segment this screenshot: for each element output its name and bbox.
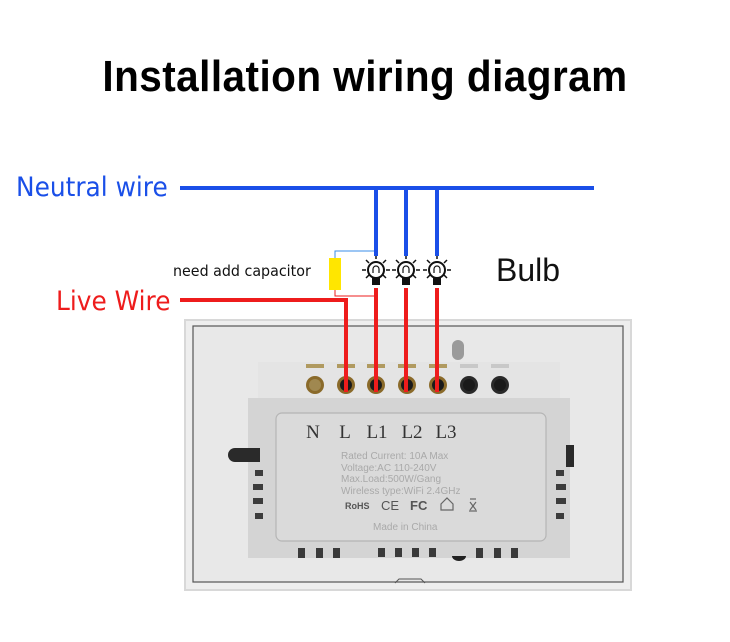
weee-bin-icon [469, 498, 477, 512]
bulb-icon [392, 256, 420, 285]
terminal-screw [460, 364, 478, 394]
capacitor-body [329, 258, 341, 290]
spec-line: Wireless type:WiFi 2.4GHz [341, 486, 460, 497]
home-icon [440, 497, 454, 511]
spec-line: Max.Load:500W/Gang [341, 474, 441, 485]
right-mount-clip [566, 445, 574, 467]
bulbs [362, 256, 451, 285]
bulb-label: Bulb [496, 252, 561, 288]
right-vents [556, 470, 566, 519]
bottom-vents [298, 548, 518, 558]
live-wire-label: Live Wire [56, 286, 171, 317]
spec-line: Rated Current: 10A Max [341, 451, 448, 462]
left-mount-clip [228, 448, 260, 462]
bulb-icon [362, 256, 390, 285]
terminal-label-l: L [339, 422, 351, 443]
neutral-wire [180, 186, 594, 256]
capacitor [329, 250, 374, 297]
left-vents [253, 470, 263, 519]
live-wire [180, 288, 439, 392]
spec-label-area [275, 412, 547, 542]
indicator-slot [452, 340, 464, 360]
terminal-label-l2: L2 [401, 422, 422, 443]
terminal-label-l3: L3 [435, 422, 456, 443]
terminal-label-n: N [306, 422, 320, 443]
terminal-screw [306, 364, 324, 394]
bulb-icon [423, 256, 451, 285]
rohs-mark: RoHS [345, 501, 370, 511]
spec-plate: Rated Current: 10A Max Voltage:AC 110-24… [341, 451, 477, 533]
diagram-title: Installation wiring diagram [102, 52, 628, 101]
neutral-wire-label: Neutral wire [16, 172, 168, 203]
spec-line: Voltage:AC 110-240V [341, 463, 437, 474]
terminal-label-l1: L1 [366, 422, 387, 443]
capacitor-note: need add capacitor [173, 262, 311, 280]
fc-mark: FC [410, 498, 428, 513]
terminal-screw [491, 364, 509, 394]
ce-mark: CE [381, 498, 399, 513]
made-in-label: Made in China [373, 522, 438, 533]
